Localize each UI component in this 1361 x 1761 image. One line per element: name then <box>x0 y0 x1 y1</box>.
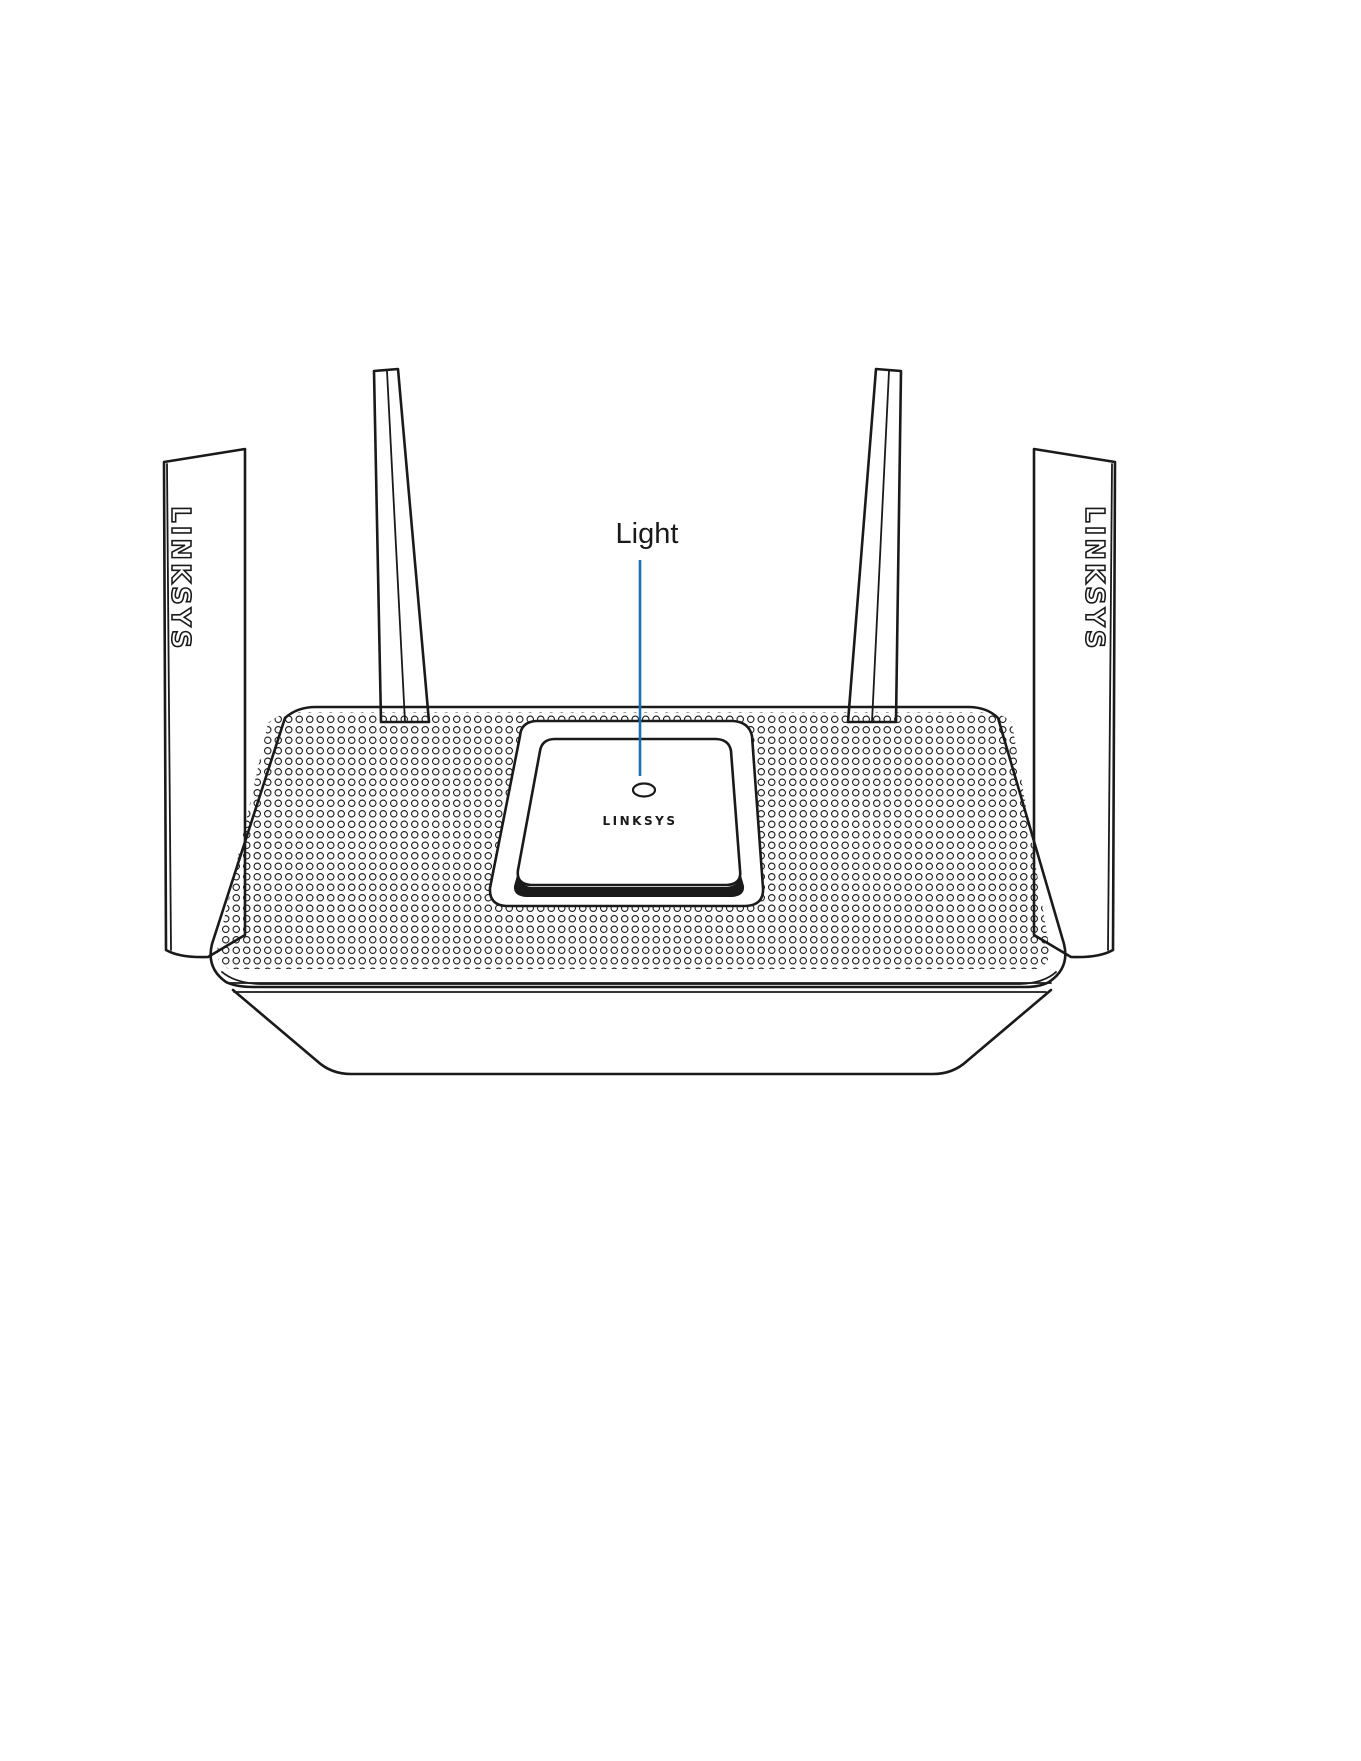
pad-brand-logo: LINKSYS <box>603 814 678 828</box>
antenna-inner-left <box>374 369 429 722</box>
antenna-brand-right: LINKSYS <box>1079 506 1109 651</box>
led-ring-icon <box>633 784 655 797</box>
center-control-pad: LINKSYS <box>490 721 763 906</box>
callout-label: Light <box>616 518 679 550</box>
antenna-inner-right <box>848 369 901 722</box>
antenna-brand-left: LINKSYS <box>165 506 195 651</box>
